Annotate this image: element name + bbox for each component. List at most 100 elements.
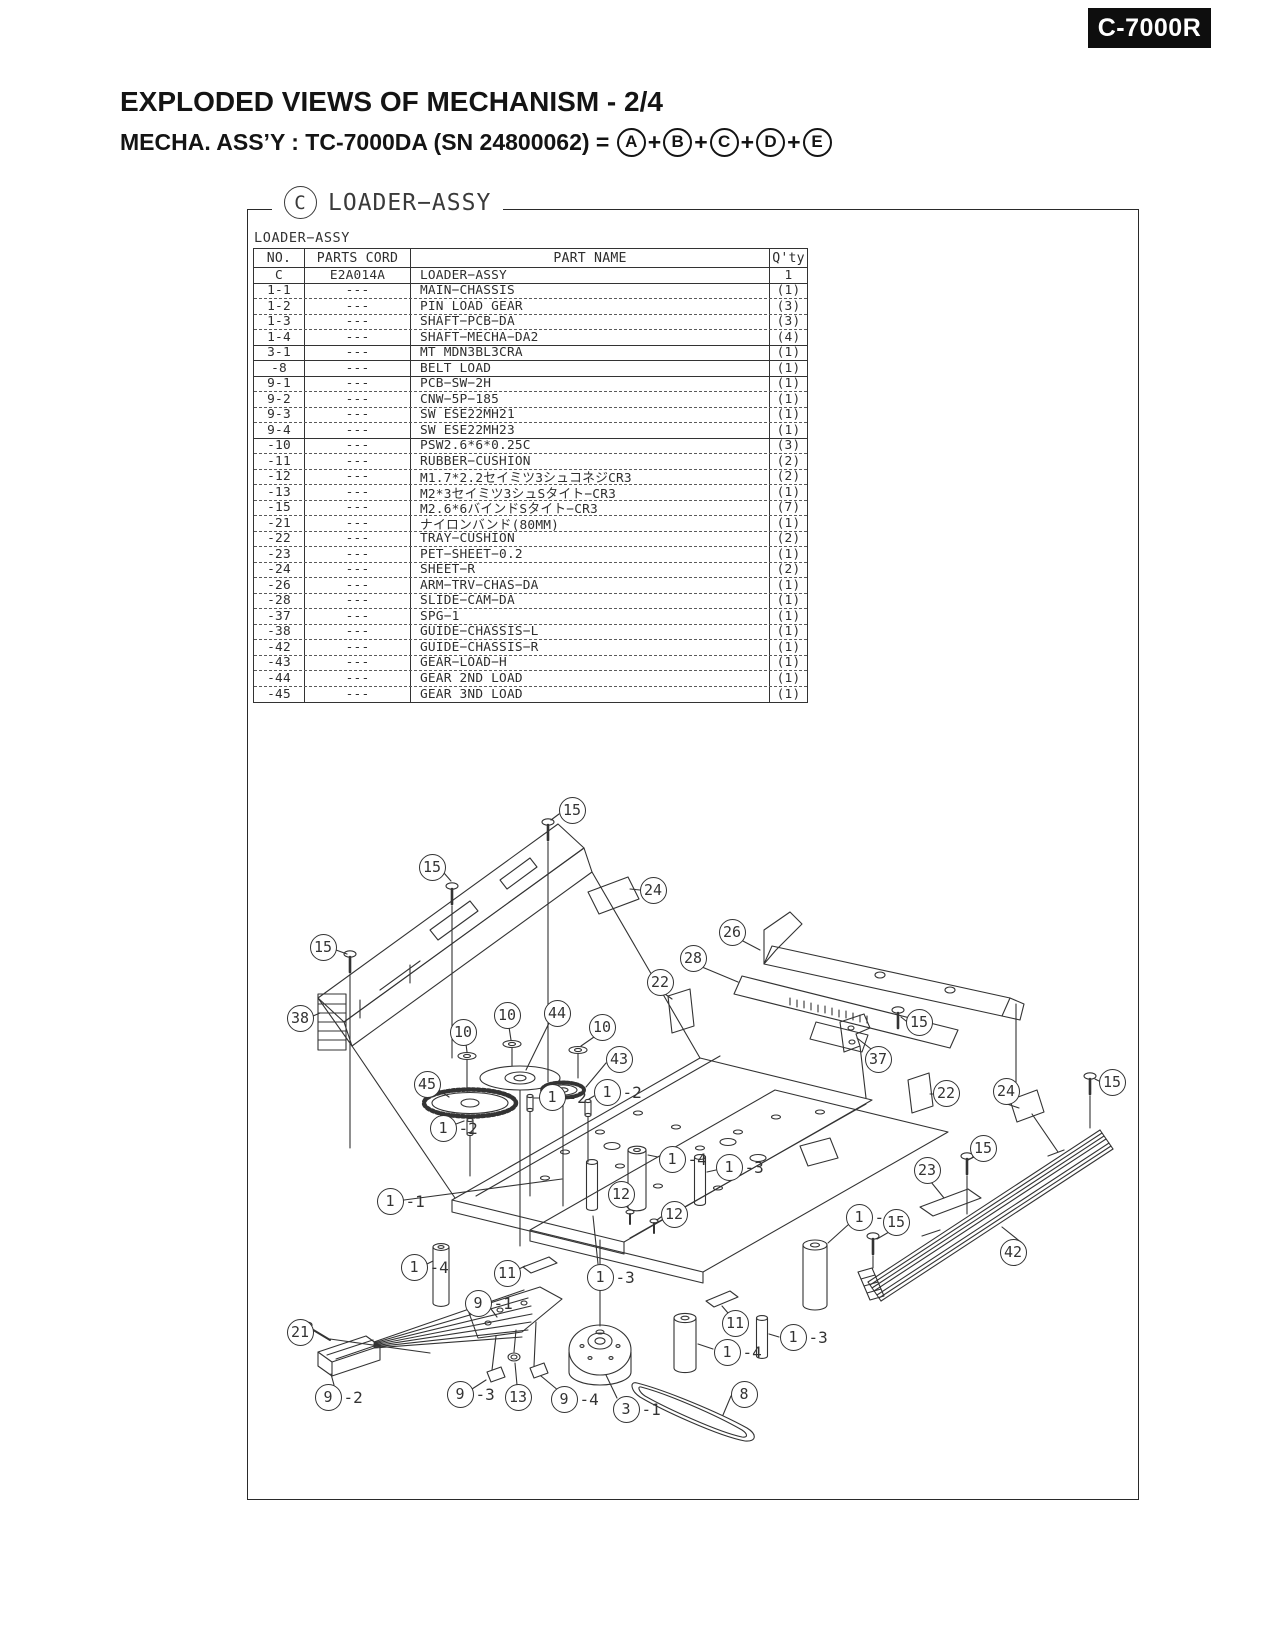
part-callout-1-1: 1-1: [376, 1187, 425, 1215]
table-cell-qty: (1): [769, 407, 807, 422]
table-cell-cord: ---: [304, 624, 410, 639]
part-callout-22: 22: [932, 1079, 960, 1107]
table-cell-qty: (3): [769, 299, 807, 314]
table-cell-cord: ---: [304, 376, 410, 391]
table-cell-no: 3-1: [267, 345, 291, 361]
table-cell-cord: ---: [304, 283, 410, 298]
part-callout-3-1: 3-1: [612, 1395, 661, 1423]
model-badge: C-7000R: [1088, 8, 1211, 48]
table-row: -22---TRAY−CUSHION(2): [254, 531, 807, 547]
table-cell-cord: ---: [304, 671, 410, 686]
table-cell-no: -44: [267, 670, 291, 686]
table-row: -21---ナイロンバンド(80MM)(1): [254, 516, 807, 532]
table-cell-qty: (1): [769, 593, 807, 608]
table-cell-no: -15: [267, 500, 291, 516]
table-cell-name: SW ESE22MH21: [410, 407, 769, 422]
callout-circle: 45: [413, 1070, 441, 1098]
part-callout-1-2: 1-2: [593, 1078, 642, 1106]
callout-circle: 13: [504, 1383, 532, 1411]
part-callout-15: 15: [882, 1208, 910, 1236]
callout-circle: 10: [449, 1018, 477, 1046]
table-cell-qty: (1): [769, 624, 807, 639]
part-callout-9-1: 9-1: [464, 1289, 513, 1317]
table-cell-name: SHAFT−MECHA−DA2: [410, 330, 769, 345]
section-frame: [247, 209, 1139, 1500]
table-row: 9-4---SW ESE22MH23(1): [254, 423, 807, 439]
table-cell-cord: ---: [304, 438, 410, 453]
callout-circle: 1: [779, 1323, 807, 1351]
table-row: 1-4---SHAFT−MECHA−DA2(4): [254, 330, 807, 346]
table-row: -37---SPG−1(1): [254, 609, 807, 625]
part-callout-42: 42: [999, 1238, 1027, 1266]
table-cell-cord: ---: [304, 578, 410, 593]
table-cell-cord: ---: [304, 454, 410, 469]
table-cell-qty: (1): [769, 578, 807, 593]
table-row: 9-2---CNW−5P−185(1): [254, 392, 807, 408]
module-separator: +: [787, 128, 801, 155]
table-cell-name: SHAFT−PCB−DA: [410, 314, 769, 329]
callout-circle: 10: [588, 1013, 616, 1041]
table-cell-no: -8: [271, 360, 287, 376]
callout-circle: 15: [309, 933, 337, 961]
table-cell-no: -45: [267, 686, 291, 702]
part-callout-43: 43: [605, 1045, 633, 1073]
table-cell-no: -43: [267, 655, 291, 671]
table-cell-name: RUBBER−CUSHION: [410, 454, 769, 469]
table-cell-cord: ---: [304, 299, 410, 314]
callout-circle: 1: [658, 1145, 686, 1173]
table-cell-cord: ---: [304, 686, 410, 702]
table-cell-cord: ---: [304, 562, 410, 577]
part-callout-12: 12: [660, 1200, 688, 1228]
table-cell-qty: (2): [769, 469, 807, 484]
part-callout-37: 37: [864, 1045, 892, 1073]
subtitle-module-list: A+B+C+D+E: [616, 127, 833, 157]
callout-suffix: -1: [493, 1293, 513, 1313]
table-cell-name: M2.6*6バインドSタイト−CR3: [410, 500, 769, 515]
table-cell-no: -26: [267, 577, 291, 593]
model-badge-text: C-7000R: [1097, 13, 1202, 42]
table-cell-no: -21: [267, 515, 291, 531]
callout-circle: 9: [314, 1383, 342, 1411]
part-callout-9-3: 9-3: [446, 1380, 495, 1408]
callout-circle: 9: [446, 1380, 474, 1408]
table-cell-cord: ---: [304, 485, 410, 500]
module-circle-e: E: [802, 127, 832, 157]
table-cell-name: M1.7*2.2セイミツ3シュコネジCR3: [410, 469, 769, 484]
table-cell-name: GUIDE−CHASSIS−R: [410, 640, 769, 655]
callout-circle: 15: [969, 1134, 997, 1162]
callout-circle: 15: [558, 796, 586, 824]
callout-circle: 11: [493, 1259, 521, 1287]
callout-suffix: -3: [744, 1157, 764, 1177]
table-cell-name: MT MDN3BL3CRA: [410, 345, 769, 360]
table-cell-qty: (1): [769, 655, 807, 670]
table-cell-qty: (1): [769, 345, 807, 360]
col-header-cord: PARTS CORD: [304, 249, 410, 267]
callout-suffix: -4: [687, 1149, 707, 1169]
table-cell-cord: ---: [304, 314, 410, 329]
table-cell-no: -23: [267, 546, 291, 562]
part-callout-1-3: 1-3: [715, 1153, 764, 1181]
table-cell-no: -10: [267, 438, 291, 454]
part-callout-1-4: 1-4: [400, 1253, 449, 1281]
table-row: -43---GEAR−LOAD−H(1): [254, 655, 807, 671]
table-cell-name: PIN LOAD GEAR: [410, 299, 769, 314]
part-callout-1-2: 1-2: [429, 1114, 478, 1142]
table-row: -8---BELT LOAD(1): [254, 361, 807, 377]
table-row: 9-3---SW ESE22MH21(1): [254, 407, 807, 423]
callout-circle: 11: [721, 1309, 749, 1337]
table-cell-no: -12: [267, 469, 291, 485]
part-callout-23: 23: [913, 1156, 941, 1184]
part-callout-9-2: 9-2: [314, 1383, 363, 1411]
table-cell-no: -11: [267, 453, 291, 469]
module-separator: +: [647, 128, 662, 155]
section-label: C LOADER−ASSY: [272, 186, 504, 219]
callout-circle: 43: [605, 1045, 633, 1073]
callout-suffix: -2: [567, 1087, 587, 1107]
table-cell-no: 1-3: [267, 314, 291, 330]
table-cell-name: ナイロンバンド(80MM): [410, 516, 769, 531]
table-cell-qty: (1): [769, 423, 807, 438]
table-cell-no: 1-1: [267, 283, 291, 299]
